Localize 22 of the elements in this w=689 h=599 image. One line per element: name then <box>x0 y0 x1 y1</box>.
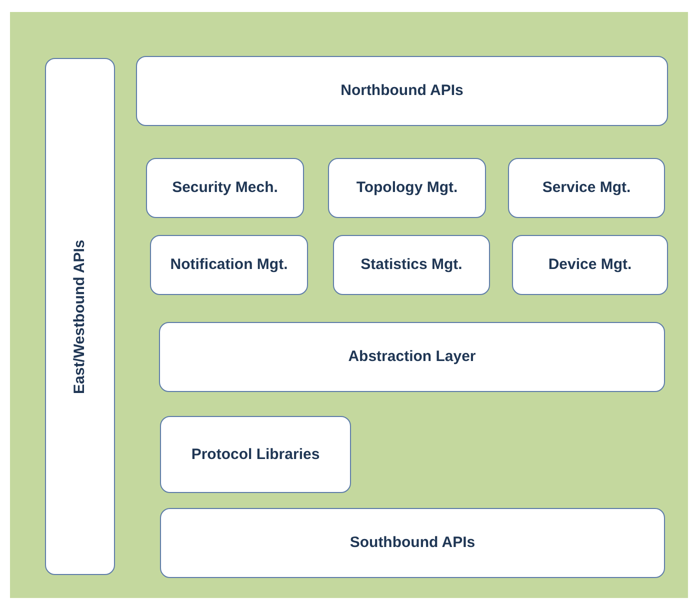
box-label: Abstraction Layer <box>347 347 477 368</box>
box-label: Southbound APIs <box>348 533 476 554</box>
box-label: Notification Mgt. <box>169 255 289 276</box>
component-box <box>512 235 668 295</box>
box-label: Northbound APIs <box>340 81 464 102</box>
box-label: Service Mgt. <box>541 178 632 198</box>
box-label: East/Westbound APIs <box>70 239 90 394</box>
box-label: Statistics Mgt. <box>360 255 464 276</box>
box-label: Protocol Libraries <box>190 444 321 465</box>
vertical-api-bar <box>45 58 115 575</box>
component-box <box>150 235 308 295</box>
component-box <box>328 158 486 218</box>
component-box <box>159 322 665 392</box>
component-box <box>160 508 665 578</box>
component-box <box>136 56 668 126</box>
component-box <box>146 158 304 218</box>
component-box <box>333 235 490 295</box>
box-label: Topology Mgt. <box>355 178 459 198</box>
box-label: Device Mgt. <box>547 255 633 276</box>
box-label: Security Mech. <box>171 178 279 198</box>
component-box <box>508 158 665 218</box>
component-box <box>160 416 351 493</box>
